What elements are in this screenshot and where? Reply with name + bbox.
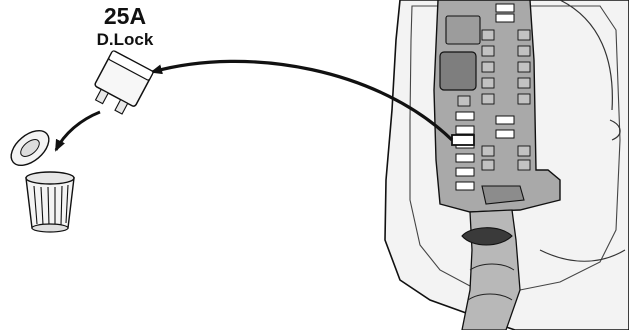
hose-connector [461, 209, 521, 331]
removal-arrow-icon [150, 59, 454, 142]
fuse-icon [94, 50, 154, 115]
fuse-slots [455, 3, 515, 191]
target-fuse-slot [451, 134, 475, 146]
fuse-box-icon [433, 0, 561, 213]
discard-arrow-icon [54, 110, 101, 152]
fuse-rating-label: 25A [103, 3, 147, 29]
trash-can-icon [10, 130, 75, 233]
fuse-name-label: D.Lock [96, 30, 154, 49]
